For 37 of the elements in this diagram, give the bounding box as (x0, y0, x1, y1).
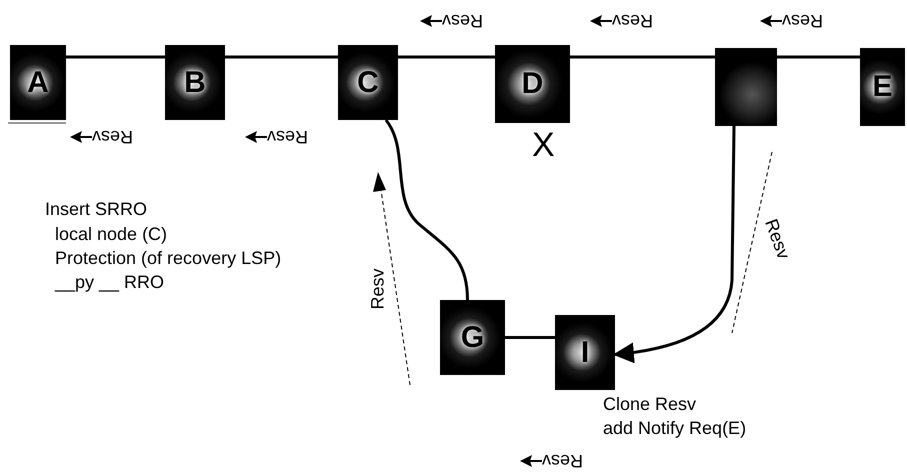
network-node (440, 300, 505, 375)
network-node (860, 48, 905, 126)
node-label: B (184, 68, 206, 98)
note-text: Protection (of recovery LSP) (55, 249, 282, 267)
node-note: Clone Resv (603, 393, 696, 416)
node-label: A (27, 68, 49, 98)
note-text: __py __ RRO (55, 273, 164, 291)
message-label: Resv (782, 12, 824, 30)
connector-line (570, 56, 715, 58)
node-label: E (872, 72, 892, 102)
node-label: G (460, 322, 484, 352)
message-label: Resv (442, 12, 484, 30)
network-node (165, 45, 225, 120)
network-node (338, 45, 398, 120)
message-label: Resv (542, 452, 584, 470)
network-node (495, 45, 570, 123)
network-node (715, 48, 777, 126)
message-label: Resv (612, 12, 654, 30)
message-label: Resv (267, 128, 308, 146)
connector-line (777, 56, 860, 58)
message-label: Resv (92, 128, 134, 146)
message-label: Resv (368, 268, 386, 310)
connector-line (398, 56, 495, 58)
node-label: C (357, 68, 379, 98)
network-node (10, 45, 66, 120)
connector-line (505, 336, 555, 339)
connector-line (66, 56, 165, 58)
network-node (555, 315, 615, 390)
node-note: add Notify Req(E) (603, 417, 746, 440)
message-label: Resv (762, 216, 793, 262)
connector-line (384, 119, 469, 300)
failure-mark: X (532, 128, 555, 162)
node-label: I (580, 338, 590, 368)
note-text: Insert SRRO (45, 200, 148, 218)
note-text: local node (C) (55, 225, 168, 243)
node-label: D (522, 69, 544, 99)
connector-line (225, 56, 338, 58)
